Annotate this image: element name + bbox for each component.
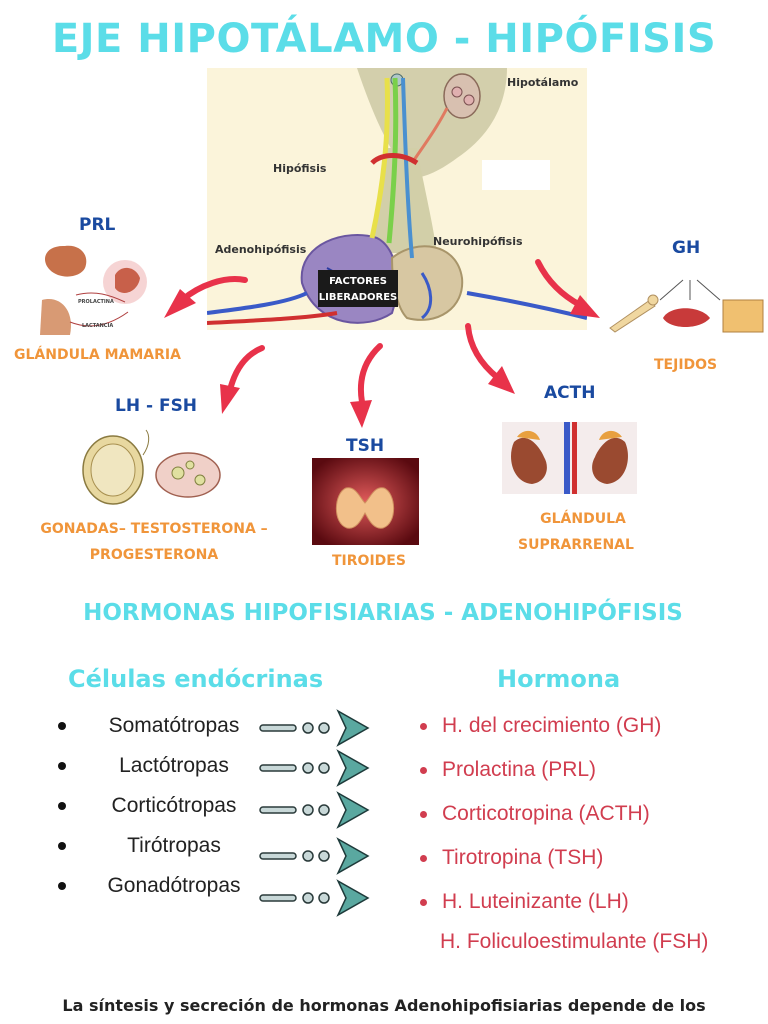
bullet-icon	[420, 811, 427, 818]
adrenal-gland-illustration	[502, 422, 637, 494]
hormone-extra-item: H. Foliculoestimulante (FSH)	[440, 930, 709, 953]
bullet-icon	[58, 762, 66, 770]
hormones-list: H. del crecimiento (GH) Prolactina (PRL)…	[418, 704, 758, 924]
prolactina-small-label: PROLACTINA	[78, 299, 114, 305]
list-item: Corticótropas	[58, 786, 258, 826]
arrow-to-gonads-icon	[220, 345, 265, 414]
gonads-illustration	[82, 429, 221, 505]
factores-label-line2: LIBERADORES	[319, 292, 398, 303]
gonads-label-line2: PROGESTERONA	[89, 547, 219, 563]
adrenal-label-line2: SUPRARRENAL	[518, 537, 634, 553]
thyroid-illustration	[312, 458, 419, 545]
hormone-column-header: Hormona	[497, 665, 621, 693]
bullet-icon	[58, 722, 66, 730]
hipotalamo-label: Hipotálamo	[507, 76, 579, 89]
tissues-illustration	[609, 279, 764, 333]
adrenal-gland-label: GLÁNDULA SUPRARRENAL	[518, 506, 634, 558]
bullet-icon	[420, 899, 427, 906]
list-item: H. Luteinizante (LH)	[418, 880, 758, 924]
connector-arrow-icon	[259, 749, 370, 787]
mammary-gland-illustration: PROLACTINA LACTANCIA	[40, 245, 147, 335]
list-item: Somatótropas	[58, 706, 258, 746]
bullet-icon	[420, 767, 427, 774]
gonads-label: GONADAS– TESTOSTERONA – PROGESTERONA	[40, 516, 268, 568]
hipofisis-label: Hipófisis	[273, 162, 327, 175]
arrow-to-adrenal-icon	[465, 323, 515, 394]
connector-arrow-icon	[259, 709, 370, 747]
list-item: Tirotropina (TSH)	[418, 836, 758, 880]
endocrine-cells-list: Somatótropas Lactótropas Corticótropas T…	[58, 706, 258, 906]
connector-arrow-icon	[259, 791, 370, 829]
tissues-label: TEJIDOS	[654, 357, 718, 373]
acth-label: ACTH	[544, 383, 596, 403]
list-item: Lactótropas	[58, 746, 258, 786]
adenohipofisis-label: Adenohipófisis	[215, 243, 307, 256]
connector-arrow-icon	[259, 879, 370, 917]
bullet-icon	[58, 802, 66, 810]
gh-label: GH	[672, 238, 701, 258]
gonads-label-line1: GONADAS– TESTOSTERONA –	[40, 521, 268, 537]
neurohipofisis-label: Neurohipófisis	[433, 235, 523, 248]
arrow-to-thyroid-icon	[350, 343, 383, 428]
lh-fsh-label: LH - FSH	[115, 396, 198, 416]
lactancia-small-label: LACTANCIA	[82, 323, 113, 329]
bullet-icon	[420, 723, 427, 730]
factores-label-line1: FACTORES	[329, 276, 387, 287]
bullet-icon	[58, 842, 66, 850]
bullet-icon	[420, 855, 427, 862]
tsh-label: TSH	[346, 436, 385, 456]
mammary-gland-label: GLÁNDULA MAMARIA	[14, 347, 181, 363]
cells-column-header: Células endócrinas	[68, 665, 324, 693]
list-item: Prolactina (PRL)	[418, 748, 758, 792]
footer-text: La síntesis y secreción de hormonas Aden…	[62, 996, 706, 1015]
list-item: Gonadótropas	[58, 866, 258, 906]
list-item: Tirótropas	[58, 826, 258, 866]
list-item: H. del crecimiento (GH)	[418, 704, 758, 748]
connector-arrow-icon	[259, 837, 370, 875]
bullet-icon	[58, 882, 66, 890]
section-title: HORMONAS HIPOFISIARIAS - ADENOHIPÓFISIS	[83, 600, 683, 626]
thyroid-label: TIROIDES	[332, 553, 406, 569]
adrenal-label-line1: GLÁNDULA	[540, 511, 626, 527]
page-title: EJE HIPOTÁLAMO - HIPÓFISIS	[51, 16, 717, 62]
hypothalamus-pituitary-illustration: Hipotálamo Hipófisis Adenohipófisis Neur…	[207, 68, 587, 330]
prl-label: PRL	[79, 215, 116, 235]
list-item: Corticotropina (ACTH)	[418, 792, 758, 836]
